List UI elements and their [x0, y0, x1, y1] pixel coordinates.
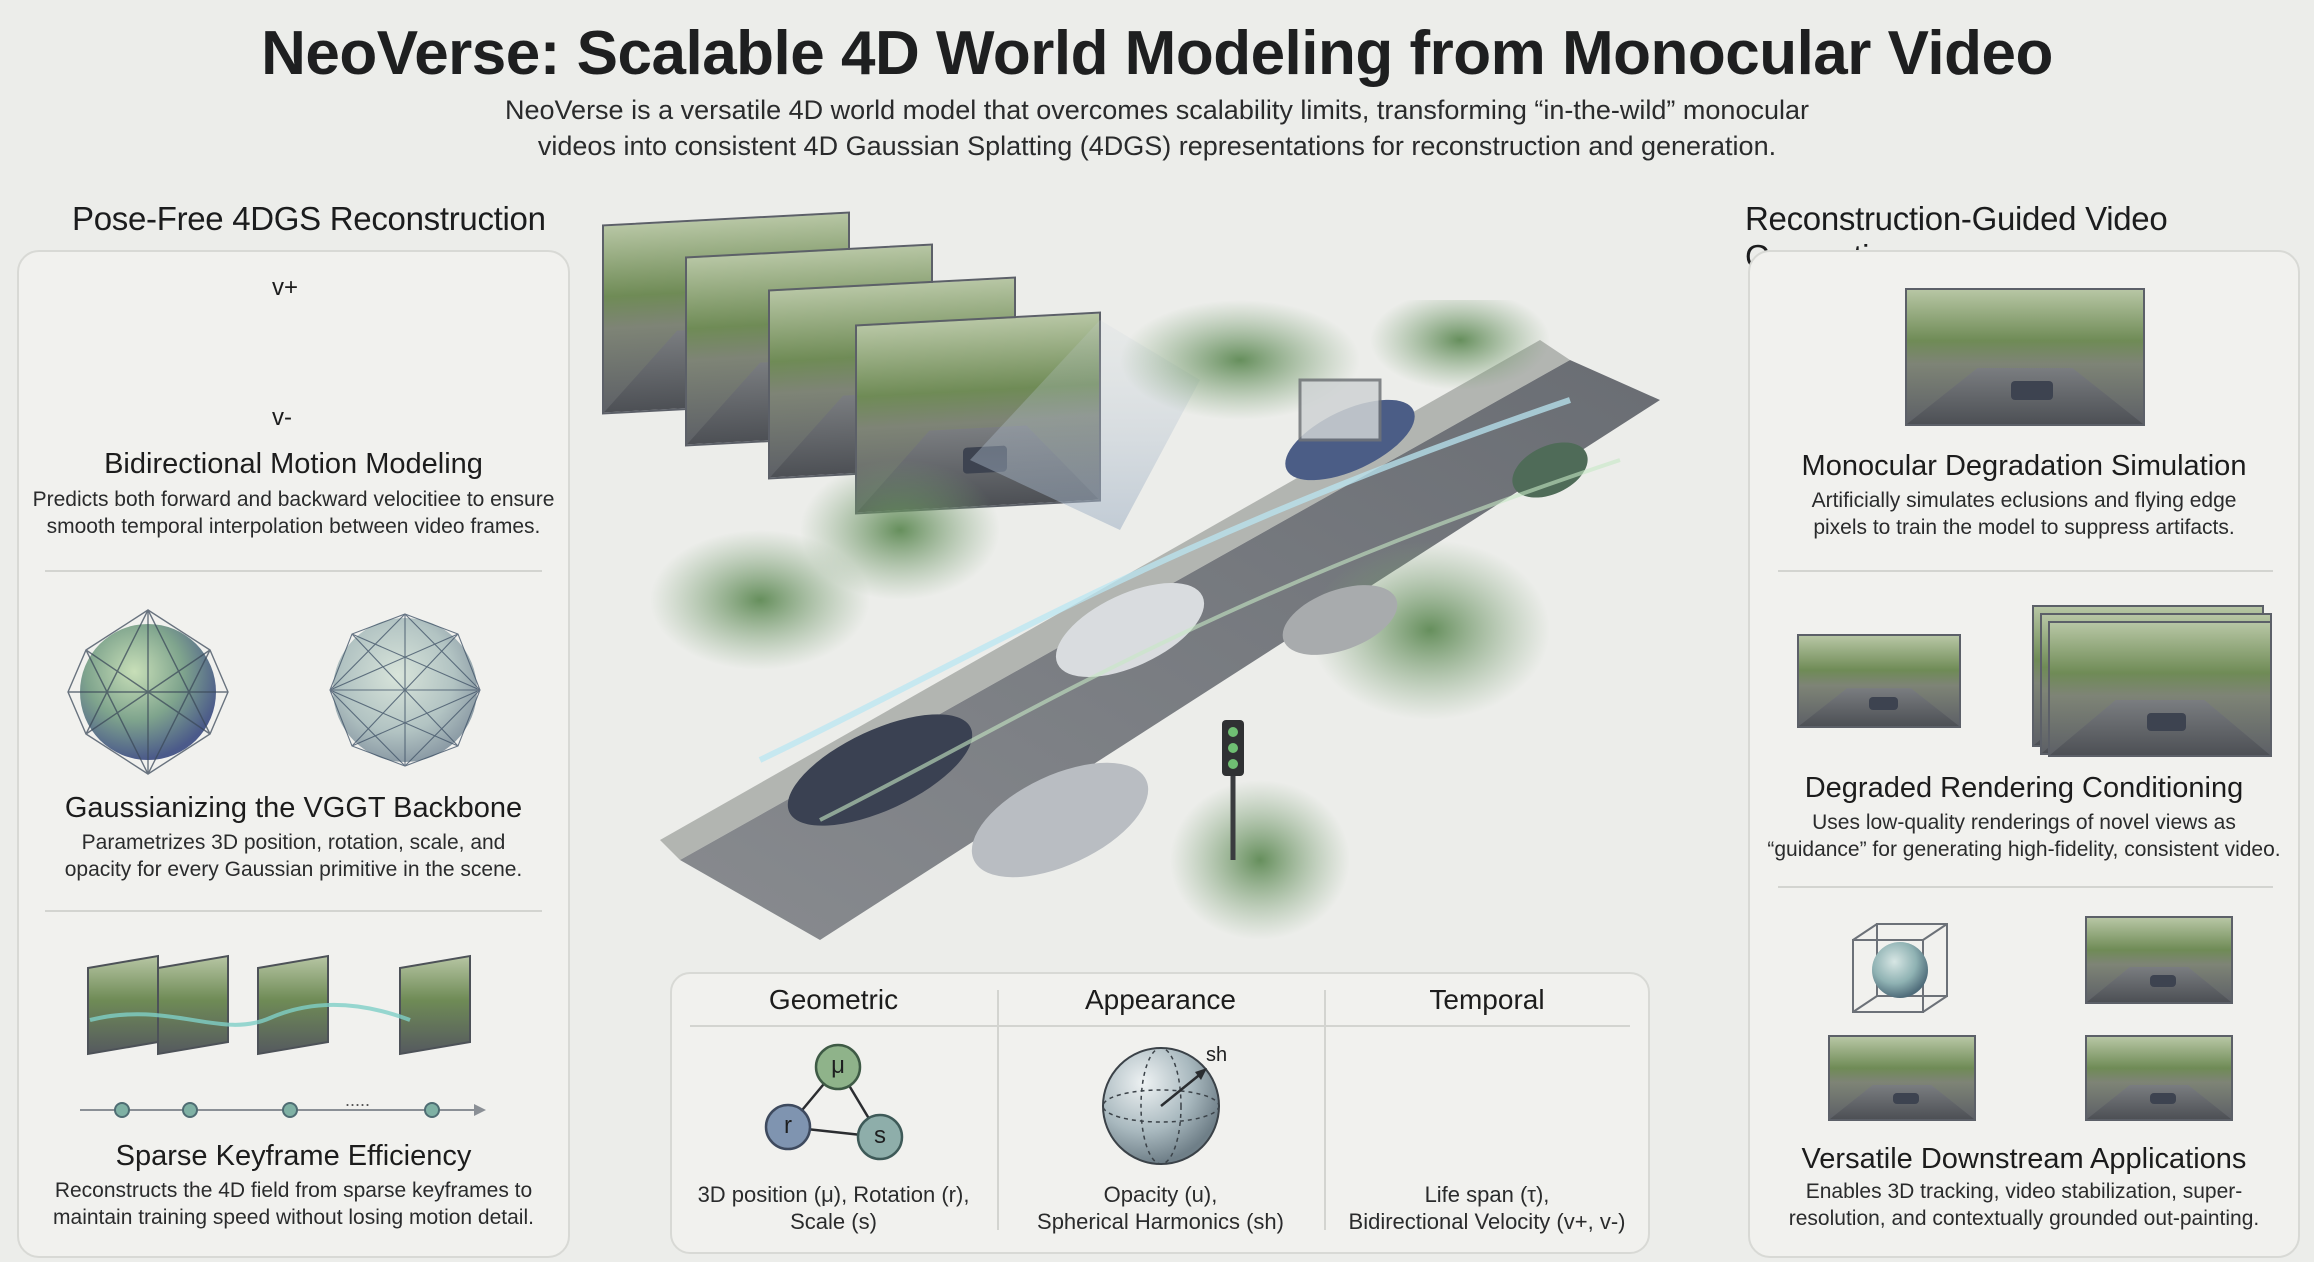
s-node-icon	[856, 1113, 904, 1161]
keyframe-thumbnail	[157, 954, 229, 1056]
keyframe-thumbnail	[87, 954, 159, 1056]
feature-title-gaussianizing-vggt: Gaussianizing the VGGT Backbone	[64, 792, 523, 824]
desc-line: 3D position (μ), Rotation (r),	[697, 1182, 970, 1207]
road-surface	[680, 360, 1660, 940]
4d-gaussian-scene-illustration	[650, 300, 1660, 940]
desc-line: Scale (s)	[790, 1209, 877, 1234]
desc-line: pixels to train the model to suppress ar…	[1813, 516, 2235, 539]
keyframe-marker	[182, 1102, 198, 1118]
feature-desc-bidirectional-motion: Predicts both forward and backward veloc…	[17, 486, 570, 540]
desc-line: Life span (τ),	[1424, 1182, 1550, 1207]
timeline-arrow-icon	[474, 1104, 486, 1116]
feature-title-degraded-rendering: Degraded Rendering Conditioning	[1804, 772, 2244, 804]
feature-title-downstream-applications: Versatile Downstream Applications	[1801, 1143, 2247, 1175]
attr-desc-temporal: Life span (τ), Bidirectional Velocity (v…	[1324, 1181, 1650, 1235]
desc-line: Bidirectional Velocity (v+, v-)	[1348, 1209, 1626, 1234]
feature-title-monocular-degradation: Monocular Degradation Simulation	[1801, 450, 2247, 482]
stabilized-frame-thumbnail	[2085, 916, 2233, 1004]
desc-line: “guidance” for generating high-fidelity,…	[1767, 838, 2281, 861]
subtitle: NeoVerse is a versatile 4D world model t…	[457, 92, 1857, 164]
desc-line: Predicts both forward and backward veloc…	[32, 488, 555, 511]
wireframe-gaussian-sphere-icon	[329, 613, 481, 767]
keyframe-marker	[282, 1102, 298, 1118]
page-title: NeoVerse: Scalable 4D World Modeling fro…	[261, 19, 2053, 88]
left-section-heading: Pose-Free 4DGS Reconstruction	[72, 200, 546, 237]
feature-desc-downstream-applications: Enables 3D tracking, video stabilization…	[1748, 1178, 2300, 1232]
conditioned-frame-thumbnail	[2048, 621, 2272, 757]
motion-trajectory	[89, 1002, 411, 1027]
feature-desc-gaussianizing-vggt: Parametrizes 3D position, rotation, scal…	[17, 829, 570, 883]
keyframe-thumbnail	[257, 954, 329, 1056]
subtitle-line-1: NeoVerse is a versatile 4D world model t…	[505, 95, 1809, 125]
desc-line: Artificially simulates eclusions and fly…	[1811, 489, 2237, 512]
spherical-harmonics-sphere-icon	[1102, 1047, 1220, 1165]
sh-label: sh	[1206, 1044, 1228, 1066]
feature-desc-degraded-rendering: Uses low-quality renderings of novel vie…	[1748, 809, 2300, 863]
sparse-keyframe-illustration: .....	[80, 954, 486, 1118]
car-gaussians	[787, 399, 1588, 878]
mu-node-label: μ	[831, 1052, 845, 1079]
desc-line: smooth temporal interpolation between vi…	[46, 515, 541, 538]
attr-title-temporal: Temporal	[1429, 984, 1545, 1015]
gaussian-spheres-illustration	[67, 609, 481, 775]
low-quality-render-thumbnail	[1797, 634, 1961, 728]
column-divider	[1324, 990, 1326, 1230]
subtitle-line-2: videos into consistent 4D Gaussian Splat…	[537, 131, 1777, 161]
divider	[1778, 886, 2273, 888]
feature-title-bidirectional-motion: Bidirectional Motion Modeling	[104, 448, 483, 480]
desc-line: Parametrizes 3D position, rotation, scal…	[81, 831, 506, 854]
3d-tracking-cube-icon	[1852, 923, 1948, 1013]
desc-line: opacity for every Gaussian primitive in …	[64, 858, 523, 881]
motion-trajectory	[758, 397, 1571, 763]
divider	[1778, 570, 2273, 572]
s-node-label: s	[874, 1122, 886, 1149]
desc-line: resolution, and contextually grounded ou…	[1788, 1207, 2260, 1230]
keyframe-thumbnail	[399, 954, 471, 1056]
divider	[690, 1025, 1630, 1027]
desc-line: Enables 3D tracking, video stabilization…	[1805, 1180, 2243, 1203]
velocity-minus-label: v-	[272, 404, 292, 431]
r-node-label: r	[784, 1112, 792, 1139]
desc-line: Spherical Harmonics (sh)	[1037, 1209, 1284, 1234]
column-divider	[997, 990, 999, 1230]
mu-node-icon	[814, 1043, 862, 1091]
feature-desc-monocular-degradation: Artificially simulates eclusions and fly…	[1748, 487, 2300, 541]
desc-line: Opacity (u),	[1103, 1182, 1218, 1207]
bus-stop-icon	[1298, 378, 1382, 442]
r-node-icon	[764, 1103, 812, 1151]
attr-title-appearance: Appearance	[1084, 984, 1236, 1015]
keyframe-marker	[424, 1102, 440, 1118]
desc-line: Reconstructs the 4D field from sparse ke…	[54, 1179, 533, 1202]
feature-title-sparse-keyframe: Sparse Keyframe Efficiency	[115, 1140, 472, 1172]
geometric-node-graph	[764, 1043, 904, 1161]
motion-trajectory	[819, 458, 1621, 822]
left-panel	[17, 250, 570, 1258]
tree-gaussians	[650, 300, 1550, 940]
desc-line: maintain training speed without losing m…	[53, 1206, 534, 1229]
solid-gaussian-sphere-icon	[67, 609, 229, 775]
desc-line: Uses low-quality renderings of novel vie…	[1812, 811, 2236, 834]
degraded-frame-thumbnail	[1905, 288, 2145, 426]
divider	[45, 570, 542, 572]
attr-desc-appearance: Opacity (u), Spherical Harmonics (sh)	[997, 1181, 1324, 1235]
super-resolution-frame-thumbnail	[1828, 1035, 1976, 1121]
traffic-light-icon	[1222, 720, 1244, 860]
attr-desc-geometric: 3D position (μ), Rotation (r), Scale (s)	[670, 1181, 997, 1235]
feature-desc-sparse-keyframe: Reconstructs the 4D field from sparse ke…	[17, 1177, 570, 1231]
out-painting-frame-thumbnail	[2085, 1035, 2233, 1121]
keyframe-marker	[114, 1102, 130, 1118]
velocity-plus-label: v+	[272, 274, 299, 301]
divider	[45, 910, 542, 912]
ellipsis-icon: .....	[345, 1090, 370, 1110]
attr-title-geometric: Geometric	[768, 984, 899, 1015]
